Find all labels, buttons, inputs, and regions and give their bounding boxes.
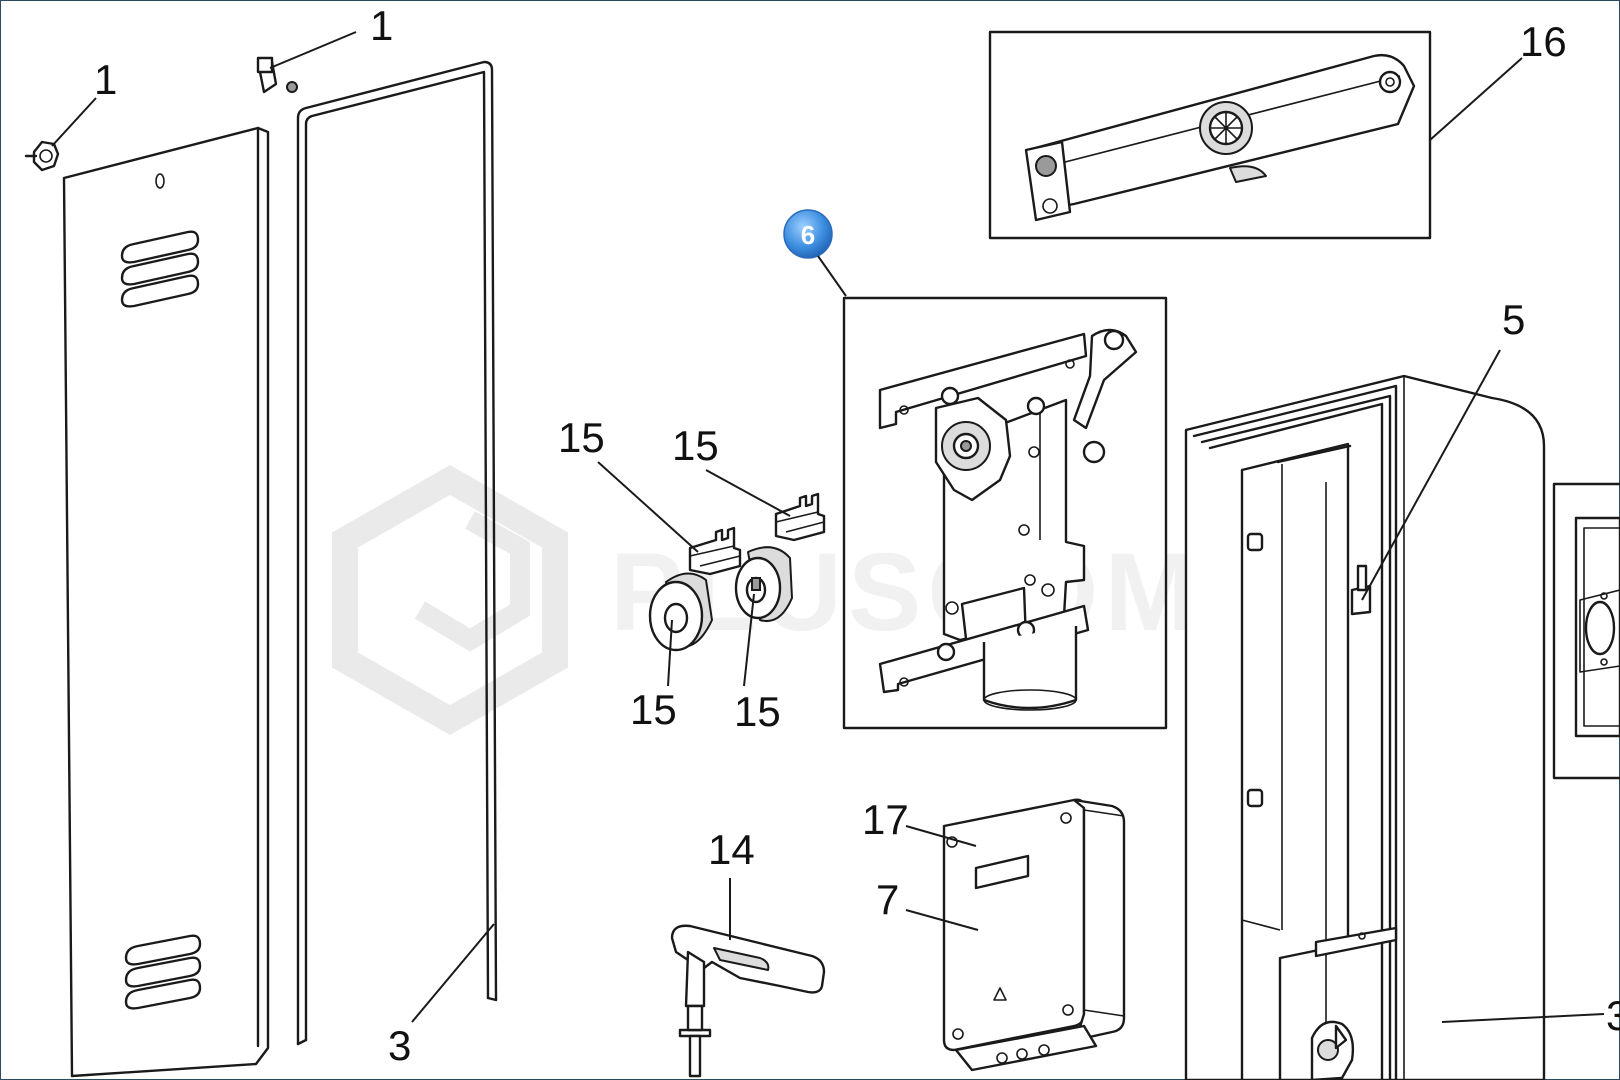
callout-1a: 1 <box>94 56 117 103</box>
box-part-6 <box>842 296 1168 730</box>
leader-16 <box>1429 57 1523 141</box>
part-arm <box>1024 53 1416 222</box>
part-knob <box>24 140 60 172</box>
vent-slots-top <box>120 230 200 308</box>
vent-slots-bottom <box>124 934 202 1010</box>
callout-3b: 3 <box>1606 992 1620 1039</box>
callout-5: 5 <box>1502 296 1525 343</box>
callout-7: 7 <box>876 876 899 923</box>
callout-15c: 15 <box>630 686 677 733</box>
callout-16: 16 <box>1520 18 1567 65</box>
part-handle <box>670 924 826 1078</box>
leader-3a <box>411 923 495 1023</box>
leader-6 <box>817 255 847 297</box>
warning-triangle-icon <box>993 987 1007 1001</box>
part-bushing-15c <box>648 572 713 652</box>
callout-15b: 15 <box>672 422 719 469</box>
highlight-badge[interactable]: 6 <box>783 209 833 259</box>
leader-15a <box>597 461 699 553</box>
callout-15d: 15 <box>734 688 781 735</box>
leader-1a <box>51 97 97 147</box>
leader-3b <box>1441 1013 1605 1023</box>
leader-1b <box>269 31 357 69</box>
leader-7 <box>905 909 979 931</box>
part-bushing-15d <box>734 546 793 622</box>
callout-15a: 15 <box>558 414 605 461</box>
callout-1b: 1 <box>370 2 393 49</box>
badge-label: 6 <box>801 220 815 250</box>
leader-15b <box>705 469 791 517</box>
part-clip-15b <box>774 492 826 542</box>
leader-5 <box>1361 349 1501 601</box>
leader-15c <box>667 619 673 687</box>
part-gasket <box>296 60 498 1046</box>
label-plate <box>974 854 1030 890</box>
callout-17: 17 <box>862 796 909 843</box>
leader-15d <box>743 593 755 687</box>
leader-17 <box>905 825 977 847</box>
box-part-16 <box>988 30 1432 240</box>
part-motor-assembly <box>878 328 1138 711</box>
part-mounting-plate <box>1552 482 1620 780</box>
callout-3a: 3 <box>388 1022 411 1069</box>
part-door-panel <box>62 126 270 1078</box>
part-clip <box>256 56 298 94</box>
callout-14: 14 <box>708 826 755 873</box>
part-cabinet <box>1184 374 1546 1080</box>
part-clip-15a <box>688 526 742 576</box>
lock-hole-icon <box>155 173 165 189</box>
part-control-box <box>942 798 1126 1072</box>
